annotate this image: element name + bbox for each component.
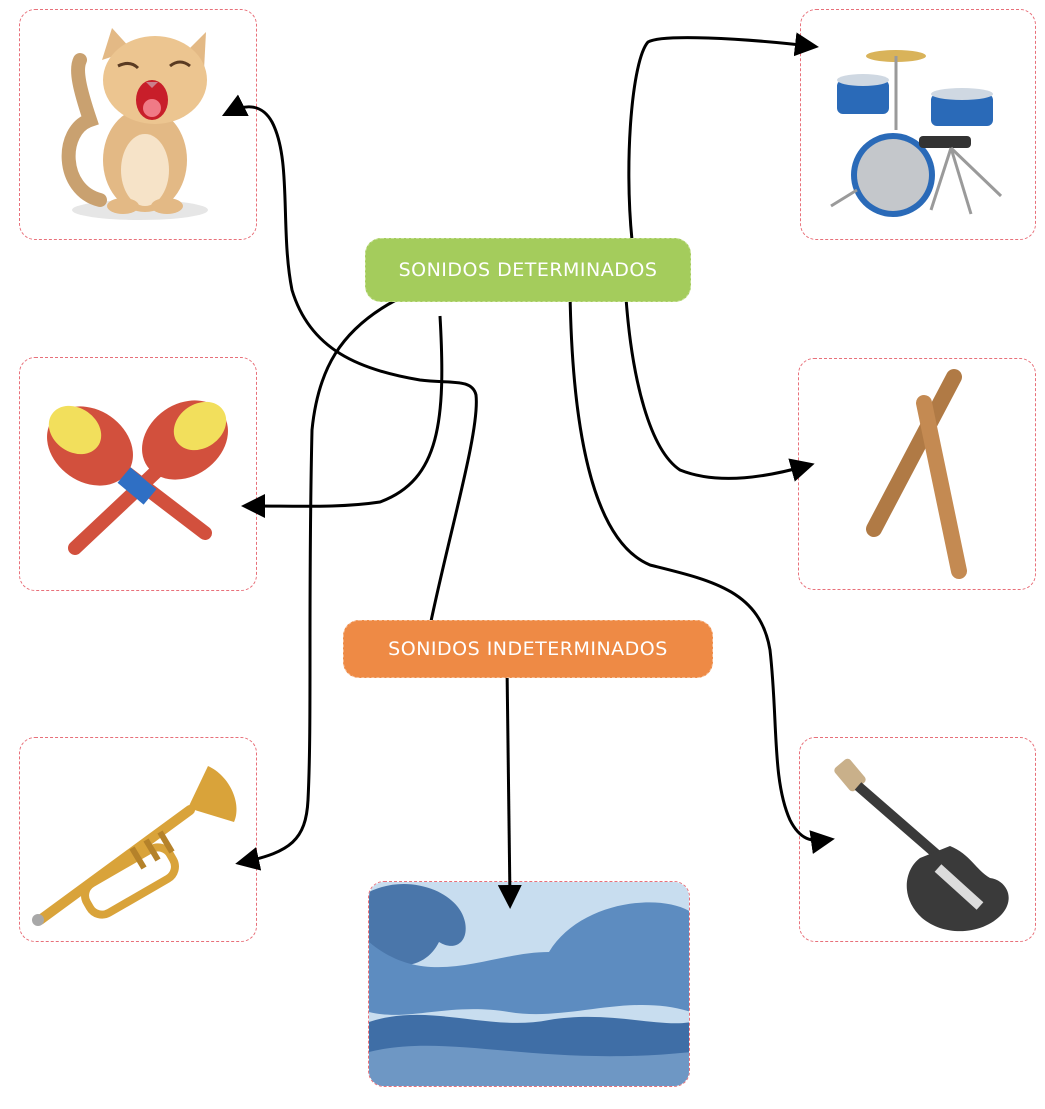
connector-to-claves <box>624 297 815 482</box>
claves-icon <box>866 369 967 579</box>
card-waves <box>368 881 690 1087</box>
card-claves <box>798 358 1036 590</box>
trumpet-icon <box>32 766 237 926</box>
drum-kit-icon <box>830 50 1003 217</box>
connector-to-guitar <box>568 291 835 854</box>
label-sonidos-indeterminados: SONIDOS INDETERMINADOS <box>343 620 713 678</box>
maracas-icon <box>47 400 228 555</box>
ocean-waves-icon <box>369 882 689 1086</box>
label-text-determinados: SONIDOS DETERMINADOS <box>398 259 658 281</box>
connector-to-drums <box>627 32 819 241</box>
card-drums <box>800 9 1036 240</box>
label-sonidos-determinados: SONIDOS DETERMINADOS <box>365 238 691 302</box>
connector-to-trumpet <box>235 298 397 871</box>
connector-to-cat <box>221 94 478 627</box>
cat-icon <box>61 28 208 220</box>
card-maracas <box>19 357 257 591</box>
card-trumpet <box>19 737 257 942</box>
label-text-indeterminados: SONIDOS INDETERMINADOS <box>388 638 668 660</box>
electric-guitar-icon <box>834 758 1009 932</box>
connector-to-waves <box>497 665 522 909</box>
card-cat <box>19 9 257 240</box>
connector-to-maracas <box>241 315 444 519</box>
card-guitar <box>799 737 1036 942</box>
